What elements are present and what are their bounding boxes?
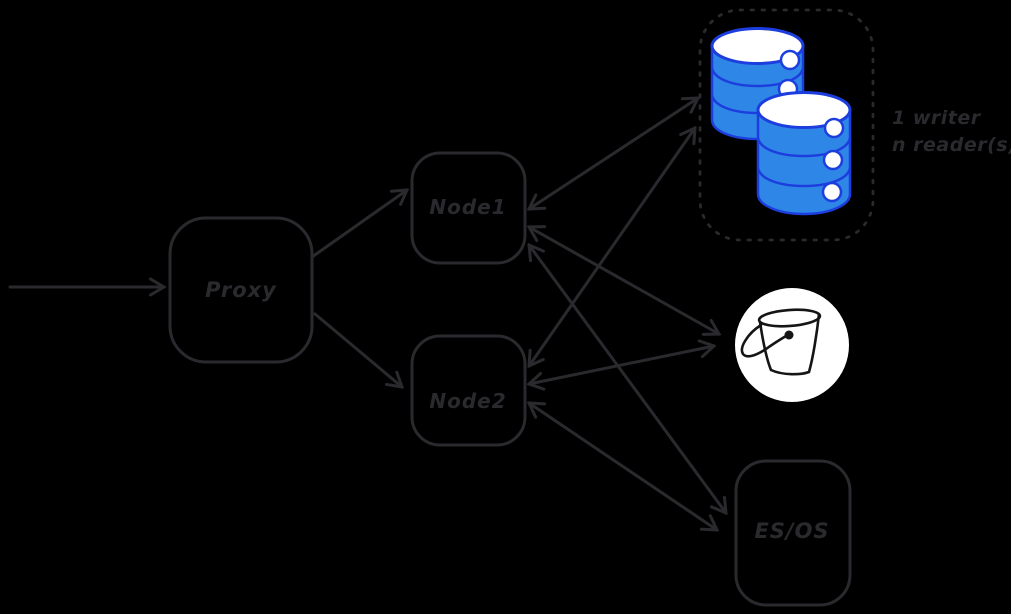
edge-node2-bucket (529, 346, 714, 384)
edge-node1-database (529, 98, 698, 209)
edge-node1-bucket (529, 227, 719, 334)
proxy-label: Proxy (205, 278, 277, 302)
bucket-circle (735, 288, 849, 402)
database-stack-icon (710, 27, 852, 216)
edge-proxy-to-node2 (313, 312, 402, 387)
database-cluster: 1 writer n reader(s) (698, 8, 1011, 242)
bucket-handle-knob (784, 330, 794, 340)
node1-node: Node1 (410, 151, 527, 265)
node2-label: Node2 (429, 389, 506, 413)
edges-layer (8, 98, 726, 530)
esos-node: ES/OS (734, 459, 852, 607)
node1-box (410, 151, 527, 265)
node1-label: Node1 (429, 195, 506, 219)
node2-node: Node2 (410, 334, 527, 447)
proxy-node: Proxy (168, 216, 314, 364)
node2-box (410, 334, 527, 447)
db-caption-line1: 1 writer (892, 107, 982, 129)
database-cluster-boundary (698, 8, 875, 242)
bucket-icon (735, 288, 849, 402)
db-caption-line2: n reader(s) (892, 134, 1011, 156)
edge-node2-esos (529, 403, 717, 530)
proxy-box (168, 216, 314, 364)
bucket-rim (757, 308, 822, 328)
esos-box (734, 459, 852, 607)
esos-label: ES/OS (754, 519, 829, 543)
edge-proxy-to-node1 (310, 190, 407, 259)
bucket-handle (740, 323, 788, 358)
database-cylinder-front (756, 91, 852, 216)
edge-node2-database (529, 128, 695, 366)
